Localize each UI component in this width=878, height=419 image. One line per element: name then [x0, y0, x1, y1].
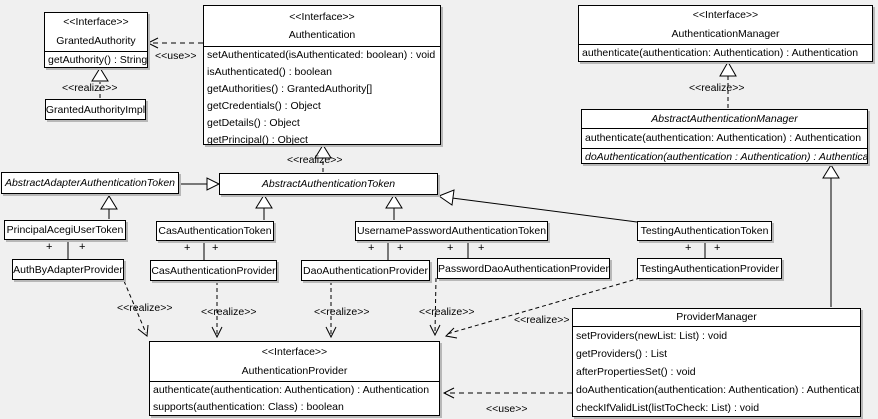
class-authentication-manager[interactable]: <<Interface>> AuthenticationManager auth… — [578, 5, 873, 62]
class-name: AuthByAdapterProvider — [13, 263, 123, 276]
method-row: getPrincipal() : Object — [207, 134, 308, 146]
realize-label: <<realize>> — [117, 302, 173, 314]
method-row: getCredentials() : Object — [207, 100, 321, 112]
class-abstract-adapter-authentication-token[interactable]: AbstractAdapterAuthenticationToken — [1, 172, 179, 194]
class-name: AbstractAuthenticationToken — [261, 178, 396, 190]
stereotype-label: <<Interface>> — [692, 9, 759, 21]
method-row: getAuthorities() : GrantedAuthority[] — [207, 83, 373, 95]
method-row: getAuthority() : String — [48, 54, 147, 66]
method-row: getProviders() : List — [576, 348, 668, 360]
class-cas-authentication-provider[interactable]: CasAuthenticationProvider — [150, 260, 277, 281]
stereotype-label: <<Interface>> — [63, 16, 129, 28]
realize-label: <<realize>> — [287, 154, 343, 166]
class-abstract-authentication-manager[interactable]: AbstractAuthenticationManager authentica… — [581, 109, 868, 164]
realize-label: <<realize>> — [514, 314, 570, 326]
association-plus: + — [79, 241, 86, 253]
realize-label: <<realize>> — [314, 306, 370, 318]
method-row: authenticate(authentication: Authenticat… — [153, 384, 430, 396]
class-provider-manager[interactable]: ProviderManager setProviders(newList: Li… — [572, 308, 861, 417]
method-row: isAuthenticated() : boolean — [207, 66, 332, 78]
generalization-usernamepassword-token — [385, 194, 403, 220]
class-username-password-authentication-token[interactable]: UsernamePasswordAuthenticationToken — [355, 221, 548, 241]
class-name: AuthenticationManager — [671, 28, 780, 40]
class-name: GrantedAuthorityImpl — [45, 103, 146, 116]
class-abstract-authentication-token[interactable]: AbstractAuthenticationToken — [219, 173, 438, 195]
class-name: DaoAuthenticationProvider — [303, 264, 428, 277]
method-row: setAuthenticated(isAuthenticated: boolea… — [207, 49, 436, 61]
class-granted-authority[interactable]: <<Interface>> GrantedAuthority getAuthor… — [44, 12, 148, 68]
use-connector-authentication-grantedauthority — [146, 37, 203, 49]
association-plus: + — [714, 242, 721, 254]
association-plus: + — [212, 242, 219, 254]
class-name: AbstractAdapterAuthenticationToken — [4, 177, 176, 189]
class-name: CasAuthenticationProvider — [151, 264, 276, 277]
class-name: CasAuthenticationToken — [158, 225, 272, 237]
stereotype-label: <<Interface>> — [289, 11, 355, 23]
use-connector-providermanager-authenticationprovider — [442, 387, 572, 399]
class-cas-authentication-token[interactable]: CasAuthenticationToken — [156, 221, 274, 241]
association-plus: + — [368, 242, 375, 254]
class-name: UsernamePasswordAuthenticationToken — [356, 225, 547, 237]
class-auth-by-adapter-provider[interactable]: AuthByAdapterProvider — [12, 259, 124, 280]
generalization-cas-token — [255, 194, 273, 220]
class-dao-authentication-provider[interactable]: DaoAuthenticationProvider — [301, 260, 430, 281]
class-name: PrincipalAcegiUserToken — [6, 224, 124, 236]
generalization-adapter-token — [180, 177, 221, 191]
method-row: afterPropertiesSet() : void — [576, 366, 696, 378]
method-row: doAuthentication(authentication: Authent… — [576, 384, 860, 396]
method-row: doAuthentication(authentication : Authen… — [585, 151, 867, 163]
association-plus: + — [447, 242, 454, 254]
association-plus: + — [184, 242, 191, 254]
class-name: TestingAuthenticationProvider — [640, 262, 779, 275]
class-name: PasswordDaoAuthenticationProvider — [438, 262, 610, 275]
use-label: <<use>> — [155, 50, 197, 62]
generalization-providermanager — [822, 164, 840, 307]
association-plus: + — [46, 241, 53, 253]
realize-label: <<realize>> — [419, 306, 475, 318]
method-row: checkIfValidList(listToCheck: List) : vo… — [576, 402, 760, 414]
class-password-dao-authentication-provider[interactable]: PasswordDaoAuthenticationProvider — [437, 258, 610, 279]
class-principal-acegi-user-token[interactable]: PrincipalAcegiUserToken — [4, 220, 126, 240]
class-name: AuthenticationProvider — [241, 365, 348, 377]
association-plus: + — [478, 242, 485, 254]
class-name: GrantedAuthority — [56, 35, 136, 47]
class-name: AbstractAuthenticationManager — [651, 113, 798, 125]
method-row: authenticate(authentication: Authenticat… — [585, 132, 862, 144]
association-plus: + — [397, 242, 404, 254]
realize-label: <<realize>> — [201, 306, 257, 318]
class-granted-authority-impl[interactable]: GrantedAuthorityImpl — [45, 99, 146, 120]
class-authentication[interactable]: <<Interface>> Authentication setAuthenti… — [203, 5, 441, 146]
stereotype-label: <<Interface>> — [261, 346, 328, 358]
generalization-principal-token — [100, 195, 118, 219]
method-row: setProviders(newList: List) : void — [576, 330, 728, 342]
association-plus: + — [685, 242, 692, 254]
generalization-testing-token — [437, 189, 638, 223]
method-row: getDetails() : Object — [207, 117, 300, 129]
class-name: TestingAuthenticationToken — [640, 225, 769, 237]
class-name: Authentication — [288, 29, 356, 41]
method-row: supports(authentication: Class) : boolea… — [153, 401, 344, 413]
realize-label: <<realize>> — [689, 82, 745, 94]
class-name: ProviderManager — [676, 311, 757, 323]
class-authentication-provider[interactable]: <<Interface>> AuthenticationProvider aut… — [149, 341, 440, 416]
class-testing-authentication-provider[interactable]: TestingAuthenticationProvider — [637, 258, 782, 279]
class-testing-authentication-token[interactable]: TestingAuthenticationToken — [637, 221, 772, 241]
use-label: <<use>> — [486, 403, 528, 415]
method-row: authenticate(authentication: Authenticat… — [582, 47, 859, 59]
realize-label: <<realize>> — [62, 82, 118, 94]
